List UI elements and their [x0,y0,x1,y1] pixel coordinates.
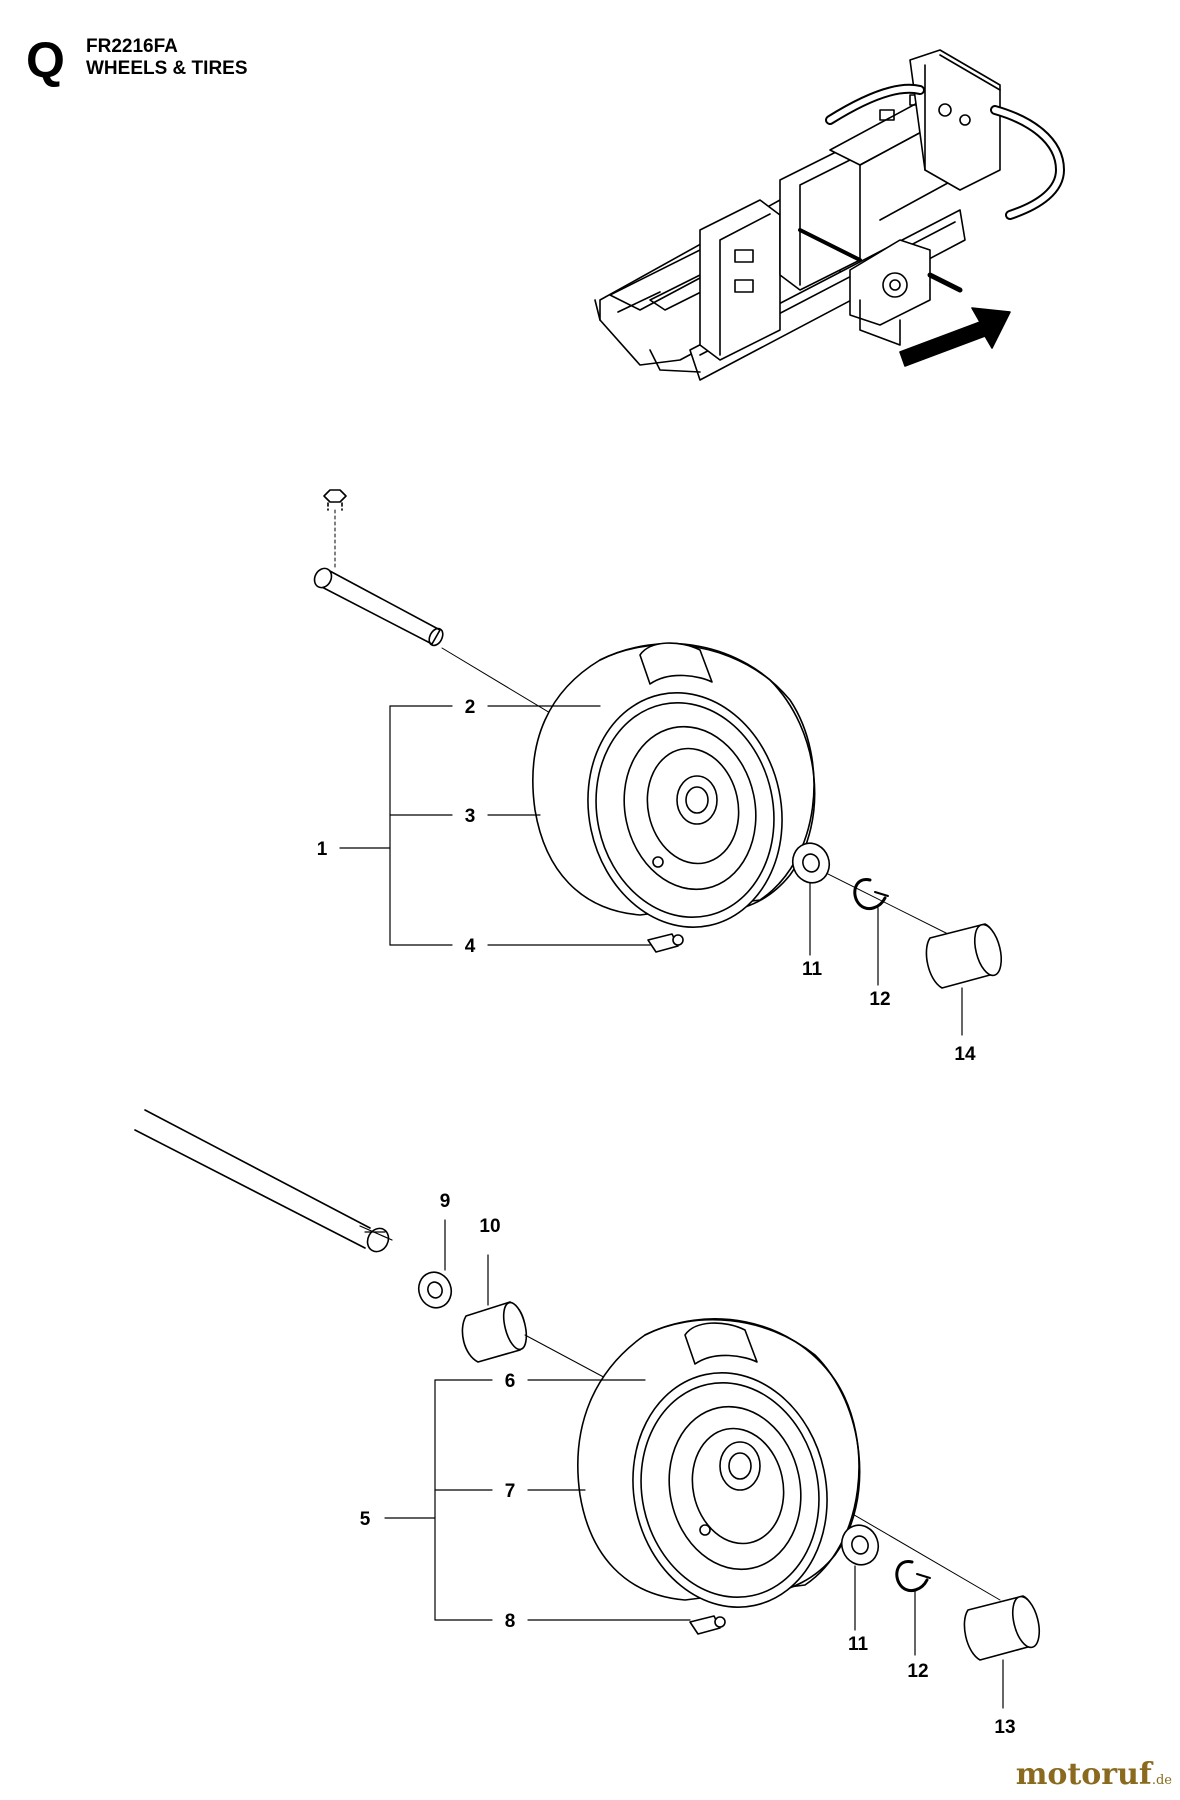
callout-12-rear: 12 [907,1661,928,1682]
callout-10: 10 [479,1216,500,1237]
model-number: FR2216FA [86,36,178,57]
callout-11-rear: 11 [848,1634,869,1655]
valve-stem-front [647,933,684,953]
callout-3: 3 [465,806,476,827]
washer-inner [417,1271,453,1309]
location-arrow-icon [899,307,1011,367]
callout-6: 6 [505,1371,516,1392]
rear-leader-lines [384,1219,1004,1709]
callout-8: 8 [505,1611,516,1632]
callout-7: 7 [505,1481,516,1502]
callout-4: 4 [465,936,476,957]
spacer-bushing [461,1301,528,1363]
callout-9: 9 [440,1191,451,1212]
callout-14: 14 [954,1044,976,1065]
tractor-frame-illustration [594,49,1065,381]
washer-rear [840,1524,880,1566]
callout-1: 1 [317,839,328,860]
washer-front [791,842,831,884]
rear-callouts: 9 10 6 7 5 8 11 12 13 [360,1191,1016,1738]
axle-bolt [323,489,347,571]
callout-11-front: 11 [802,959,823,980]
e-clip-rear [895,1560,931,1592]
valve-stem-rear [689,1615,726,1635]
callout-12-front: 12 [869,989,890,1010]
watermark-text: motoruf [1015,1757,1152,1792]
rear-axle-shaft [134,1109,393,1253]
hub-cap-rear [963,1595,1041,1661]
front-callouts: 2 3 1 4 11 12 14 [317,697,976,1065]
front-leader-lines [339,705,963,1036]
rear-wheel [577,1318,861,1608]
callout-5: 5 [360,1509,371,1530]
watermark-suffix: .de [1151,1773,1172,1788]
section-letter: Q [26,32,65,88]
callout-13: 13 [994,1717,1015,1738]
front-wheel [532,642,816,928]
axle-pin [313,567,444,647]
section-title: WHEELS & TIRES [86,58,248,79]
hub-cap-front [925,923,1003,989]
watermark-logo: motoruf.de [1016,1757,1172,1792]
callout-2: 2 [465,697,476,718]
e-clip-front [853,878,889,910]
diagram-header: Q FR2216FA WHEELS & TIRES [26,32,426,92]
